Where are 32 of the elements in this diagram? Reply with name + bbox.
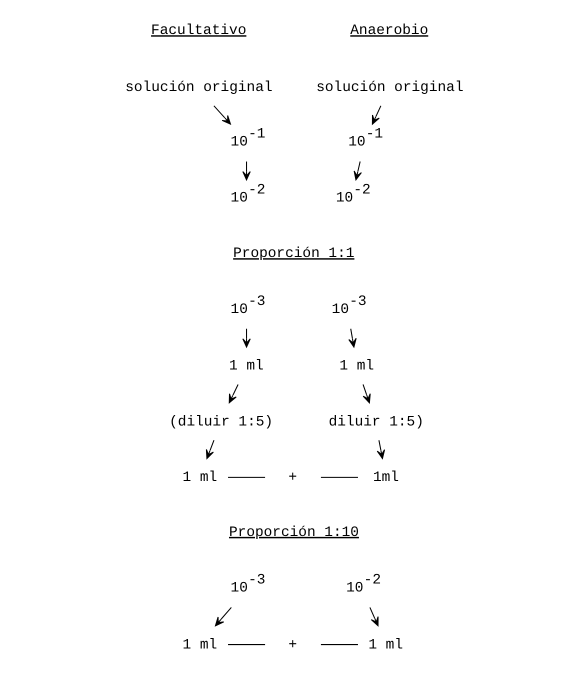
node-text: 1 ml — [182, 637, 218, 654]
connector — [228, 644, 266, 646]
connector — [320, 476, 358, 478]
node-text: 1 ml — [228, 358, 264, 375]
node-text: + — [288, 637, 298, 654]
arrow — [206, 440, 214, 460]
node-text: 1 ml — [368, 637, 403, 654]
arrow — [376, 440, 386, 460]
arrow — [369, 607, 379, 626]
node-text: solución original — [125, 80, 273, 96]
arrow — [242, 328, 251, 348]
arrow — [362, 384, 371, 404]
node-text: + — [288, 470, 298, 486]
arrow — [214, 607, 232, 626]
arrow — [348, 328, 357, 348]
label: Anaerobio — [350, 23, 428, 40]
connector — [228, 476, 266, 478]
label: Proporción 1:1 — [233, 246, 354, 262]
arrow — [372, 106, 382, 125]
node-text: diluir 1:5) — [328, 414, 424, 430]
node-text: (diluir 1:5) — [169, 414, 274, 430]
node-text: 1 ml — [339, 358, 374, 375]
arrow — [228, 384, 239, 404]
label: Proporción 1:10 — [228, 524, 359, 541]
connector — [320, 644, 358, 646]
node-text: 1 ml — [182, 470, 218, 486]
arrow — [214, 105, 231, 125]
node-text: 1ml — [372, 470, 399, 486]
arrow — [354, 161, 362, 180]
node-text: solución original — [316, 80, 464, 96]
label: Facultativo — [151, 23, 246, 40]
arrow — [242, 162, 251, 180]
